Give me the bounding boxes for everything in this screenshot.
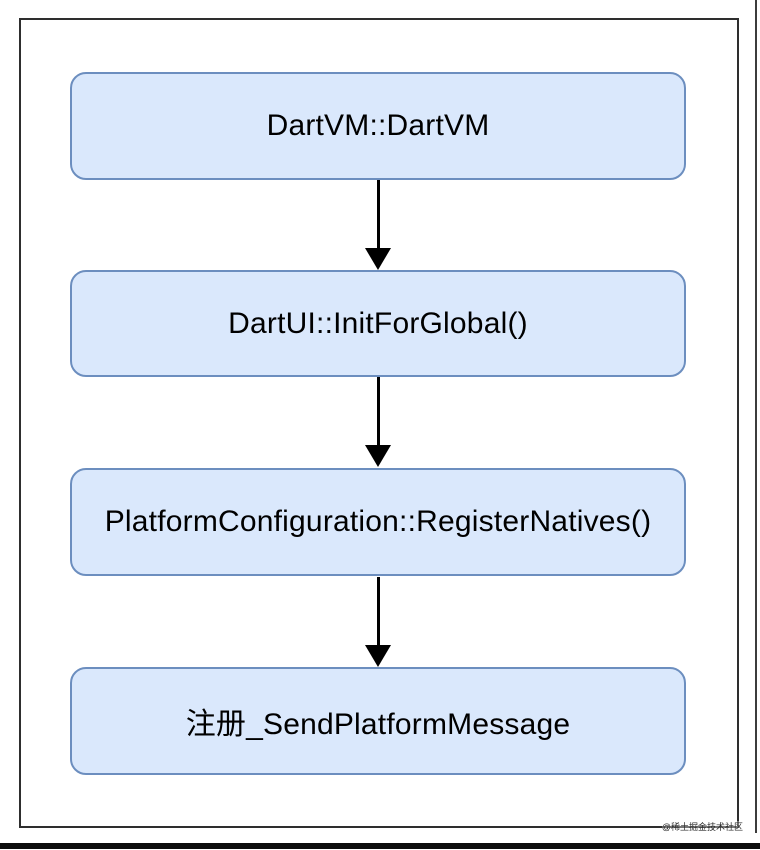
watermark-text: @稀土掘金技术社区 (661, 821, 743, 833)
arrow-line-2 (377, 377, 380, 445)
flow-node-registernatives: PlatformConfiguration::RegisterNatives() (70, 468, 686, 576)
flow-node-label: PlatformConfiguration::RegisterNatives() (104, 505, 652, 538)
arrow-line-3 (377, 577, 380, 645)
arrow-down-icon (365, 248, 391, 270)
flow-node-sendplatformmessage: 注册_SendPlatformMessage (70, 667, 686, 775)
screenshot-right-edge (755, 0, 757, 833)
arrow-line-1 (377, 180, 380, 248)
flow-node-dartvm: DartVM::DartVM (70, 72, 686, 180)
flow-node-label: DartUI::InitForGlobal() (228, 306, 528, 340)
arrow-down-icon (365, 445, 391, 467)
flow-node-label: 注册_SendPlatformMessage (185, 708, 571, 741)
flow-node-label: DartVM::DartVM (266, 109, 490, 142)
diagram-frame (19, 18, 739, 828)
flow-node-initforglobal: DartUI::InitForGlobal() (70, 270, 686, 377)
screenshot-bottom-bar (0, 843, 760, 849)
arrow-down-icon (365, 645, 391, 667)
